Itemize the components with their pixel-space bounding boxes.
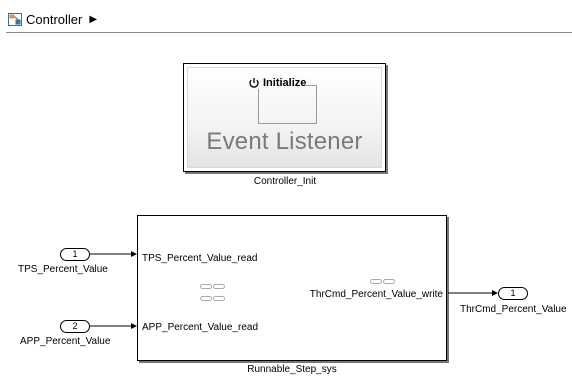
inport-2-name[interactable]: APP_Percent_Value xyxy=(20,336,111,347)
subsystem-input-app-label: APP_Percent_Value_read xyxy=(142,322,259,333)
thumb-outport-icon xyxy=(383,279,395,284)
runnable-step-sys-name[interactable]: Runnable_Step_sys xyxy=(247,364,337,375)
outport-1-name[interactable]: ThrCmd_Percent_Value xyxy=(460,304,567,315)
thumb-inport-icon xyxy=(200,284,212,289)
initialize-text: Initialize xyxy=(263,77,307,89)
breadcrumb-divider xyxy=(6,32,572,33)
breadcrumb: Controller ▶ xyxy=(8,8,97,30)
subsystem-output-thrcmd-label: ThrCmd_Percent_Value_write xyxy=(309,289,443,300)
inport-2-app[interactable]: 2 xyxy=(60,320,90,333)
runnable-step-sys-block[interactable]: TPS_Percent_Value_read APP_Percent_Value… xyxy=(137,215,447,361)
inport-1-tps[interactable]: 1 xyxy=(60,248,90,261)
event-listener-title: Event Listener xyxy=(206,128,363,155)
breadcrumb-expand-arrow-icon[interactable]: ▶ xyxy=(89,13,98,25)
power-icon xyxy=(248,77,260,89)
initialize-label: Initialize xyxy=(248,77,307,89)
breadcrumb-model-name[interactable]: Controller xyxy=(26,11,83,27)
thumb-inport-icon xyxy=(213,296,225,301)
controller-init-name[interactable]: Controller_Init xyxy=(253,176,317,187)
subsystem-input-tps-label: TPS_Percent_Value_read xyxy=(142,253,258,264)
signal-lines xyxy=(90,251,498,329)
thumb-outport-icon xyxy=(370,279,382,284)
init-block-body: Initialize Event Listener xyxy=(187,67,382,168)
inport-1-name[interactable]: TPS_Percent_Value xyxy=(18,264,108,275)
model-icon xyxy=(8,12,22,26)
model-canvas[interactable]: Initialize Event Listener Controller_Ini… xyxy=(0,33,572,377)
thumb-inport-icon xyxy=(200,296,212,301)
controller-init-block[interactable]: Initialize Event Listener xyxy=(183,63,386,172)
outport-1-thrcmd[interactable]: 1 xyxy=(498,287,528,300)
thumb-inport-icon xyxy=(213,284,225,289)
